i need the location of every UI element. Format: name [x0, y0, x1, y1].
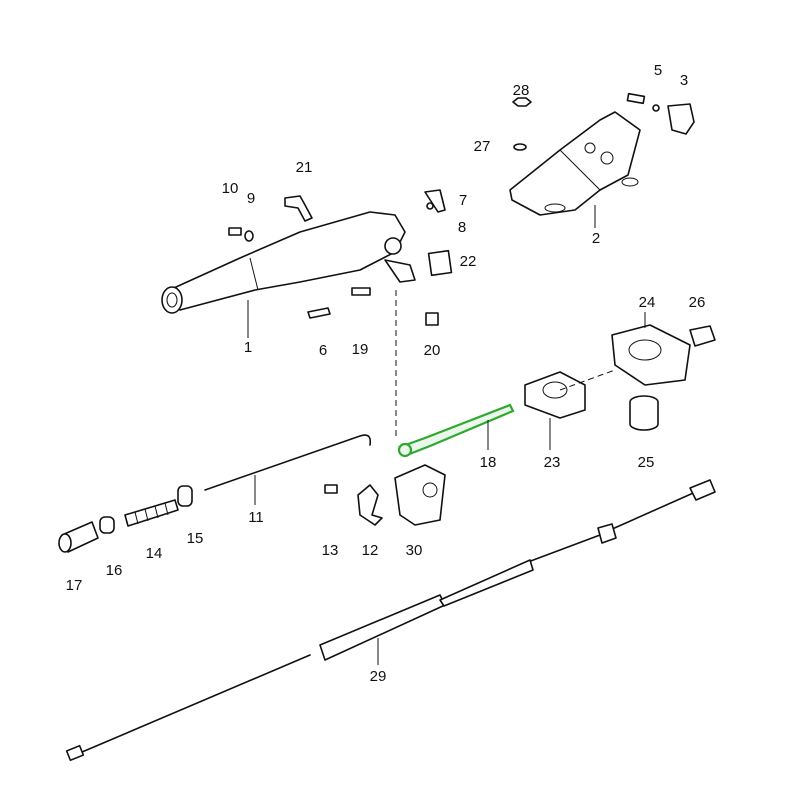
part-label-8: 8 — [458, 219, 466, 236]
part-label-1: 1 — [244, 339, 252, 356]
parts-23-26 — [524, 312, 716, 450]
part-label-6: 6 — [319, 342, 327, 359]
parts-12-13-30 — [324, 464, 446, 526]
part-1-lever — [161, 211, 416, 338]
part-label-15: 15 — [187, 530, 204, 547]
part-label-9: 9 — [247, 190, 255, 207]
part-label-29: 29 — [370, 668, 387, 685]
part-label-14: 14 — [146, 545, 163, 562]
part-label-19: 19 — [352, 341, 369, 358]
part-label-27: 27 — [474, 138, 491, 155]
part-label-16: 16 — [106, 562, 123, 579]
part-label-7: 7 — [459, 192, 467, 209]
part-label-2: 2 — [592, 230, 600, 247]
part-label-28: 28 — [513, 82, 530, 99]
part-label-22: 22 — [460, 253, 477, 270]
part-label-3: 3 — [680, 72, 688, 89]
part-label-17: 17 — [66, 577, 83, 594]
part-2-bracket — [509, 111, 641, 228]
part-label-5: 5 — [654, 62, 662, 79]
part-label-20: 20 — [424, 342, 441, 359]
part-label-11: 11 — [248, 509, 264, 526]
part-label-26: 26 — [689, 294, 706, 311]
part-label-18: 18 — [480, 454, 497, 471]
part-label-24: 24 — [639, 294, 656, 311]
part-label-25: 25 — [638, 454, 655, 471]
small-hardware — [228, 92, 695, 326]
part-18-adjusting-rod — [395, 290, 515, 458]
part-label-10: 10 — [222, 180, 239, 197]
part-label-12: 12 — [362, 542, 379, 559]
part-29-cable — [65, 479, 716, 762]
part-label-23: 23 — [544, 454, 561, 471]
part-label-30: 30 — [406, 542, 423, 559]
part-label-13: 13 — [322, 542, 339, 559]
part-label-21: 21 — [296, 159, 313, 176]
parts-11-17 — [58, 434, 372, 553]
